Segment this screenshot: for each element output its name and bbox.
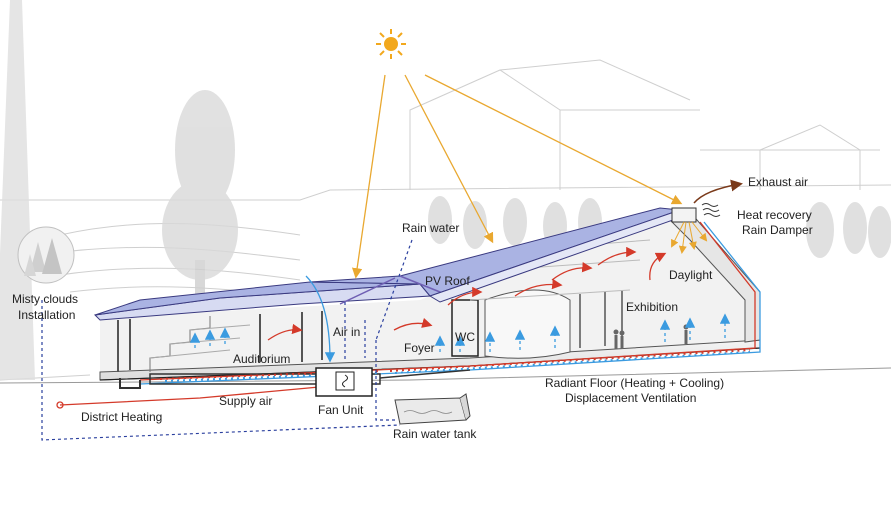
label-misty-clouds: Misty clouds (12, 292, 78, 307)
label-foyer: Foyer (404, 341, 435, 356)
label-wc: WC (455, 330, 475, 345)
label-supply-air: Supply air (219, 394, 272, 409)
rain-water-tank-shape (395, 394, 470, 424)
label-radiant-floor: Radiant Floor (Heating + Cooling) (545, 376, 724, 391)
label-fan-unit: Fan Unit (318, 403, 363, 418)
fan-unit (316, 368, 372, 396)
label-auditorium: Auditorium (233, 352, 290, 367)
exhaust-air-arrow (694, 184, 740, 217)
label-daylight: Daylight (669, 268, 712, 283)
label-rain-water: Rain water (402, 221, 459, 236)
label-district-heating: District Heating (81, 410, 162, 425)
label-rain-water-tank: Rain water tank (393, 427, 476, 442)
label-exhibition: Exhibition (626, 300, 678, 315)
label-displacement-ventilation: Displacement Ventilation (565, 391, 696, 406)
label-air-in: Air in (333, 325, 360, 340)
label-installation: Installation (18, 308, 75, 323)
label-rain-damper: Rain Damper (742, 223, 813, 238)
sun-icon (376, 29, 406, 59)
label-exhaust-air: Exhaust air (748, 175, 808, 190)
label-heat-recovery: Heat recovery (737, 208, 812, 223)
misty-cloud-icon (18, 227, 74, 283)
label-pv-roof: PV Roof (425, 274, 470, 289)
